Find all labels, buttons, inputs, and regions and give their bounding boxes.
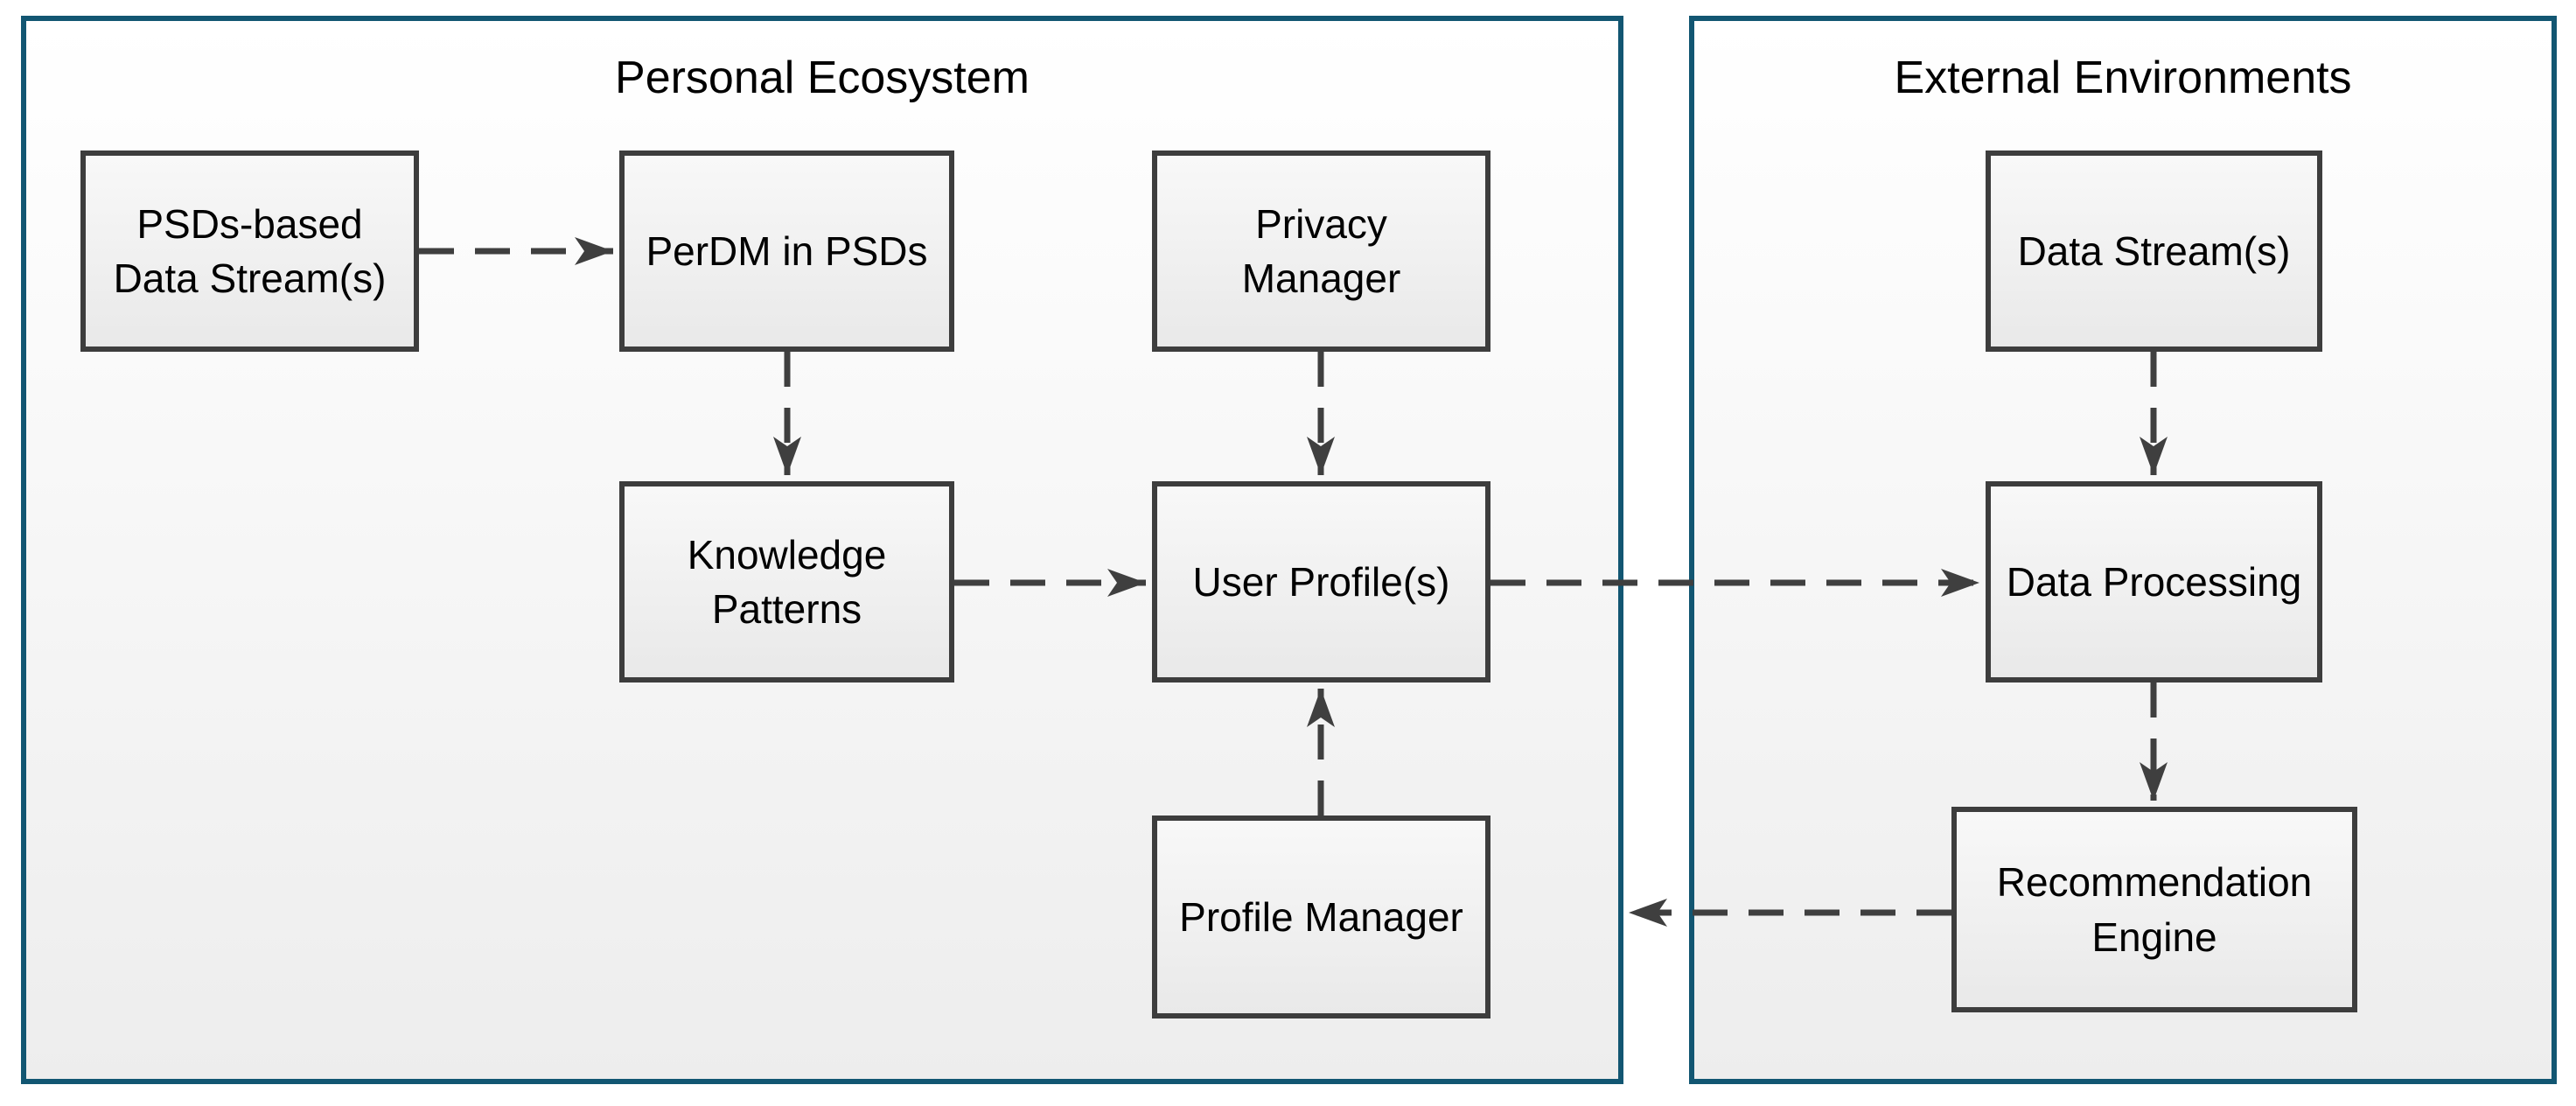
node-psds-data-streams: PSDs-based Data Stream(s) [80,150,419,352]
node-data-streams: Data Stream(s) [1986,150,2322,352]
container-title-personal-ecosystem: Personal Ecosystem [615,52,1030,103]
node-profile-manager: Profile Manager [1152,816,1490,1018]
node-label: Profile Manager [1179,893,1463,940]
node-label: Recommendation Engine [1996,859,2313,960]
node-label: PSDs-based Data Stream(s) [113,200,387,301]
node-perdm-in-psds: PerDM in PSDs [619,150,954,352]
node-label: Privacy Manager [1241,200,1401,301]
node-label: Data Stream(s) [2017,228,2291,274]
node-label: Knowledge Patterns [687,531,887,632]
node-knowledge-patterns: Knowledge Patterns [619,481,954,682]
container-title-external-environments: External Environments [1894,52,2352,103]
node-recommendation-engine: Recommendation Engine [1951,807,2357,1012]
node-label: User Profile(s) [1192,558,1450,605]
node-user-profiles: User Profile(s) [1152,481,1490,682]
node-privacy-manager: Privacy Manager [1152,150,1490,352]
node-label: PerDM in PSDs [646,228,928,274]
node-label: Data Processing [2006,558,2302,605]
node-data-processing: Data Processing [1986,481,2322,682]
